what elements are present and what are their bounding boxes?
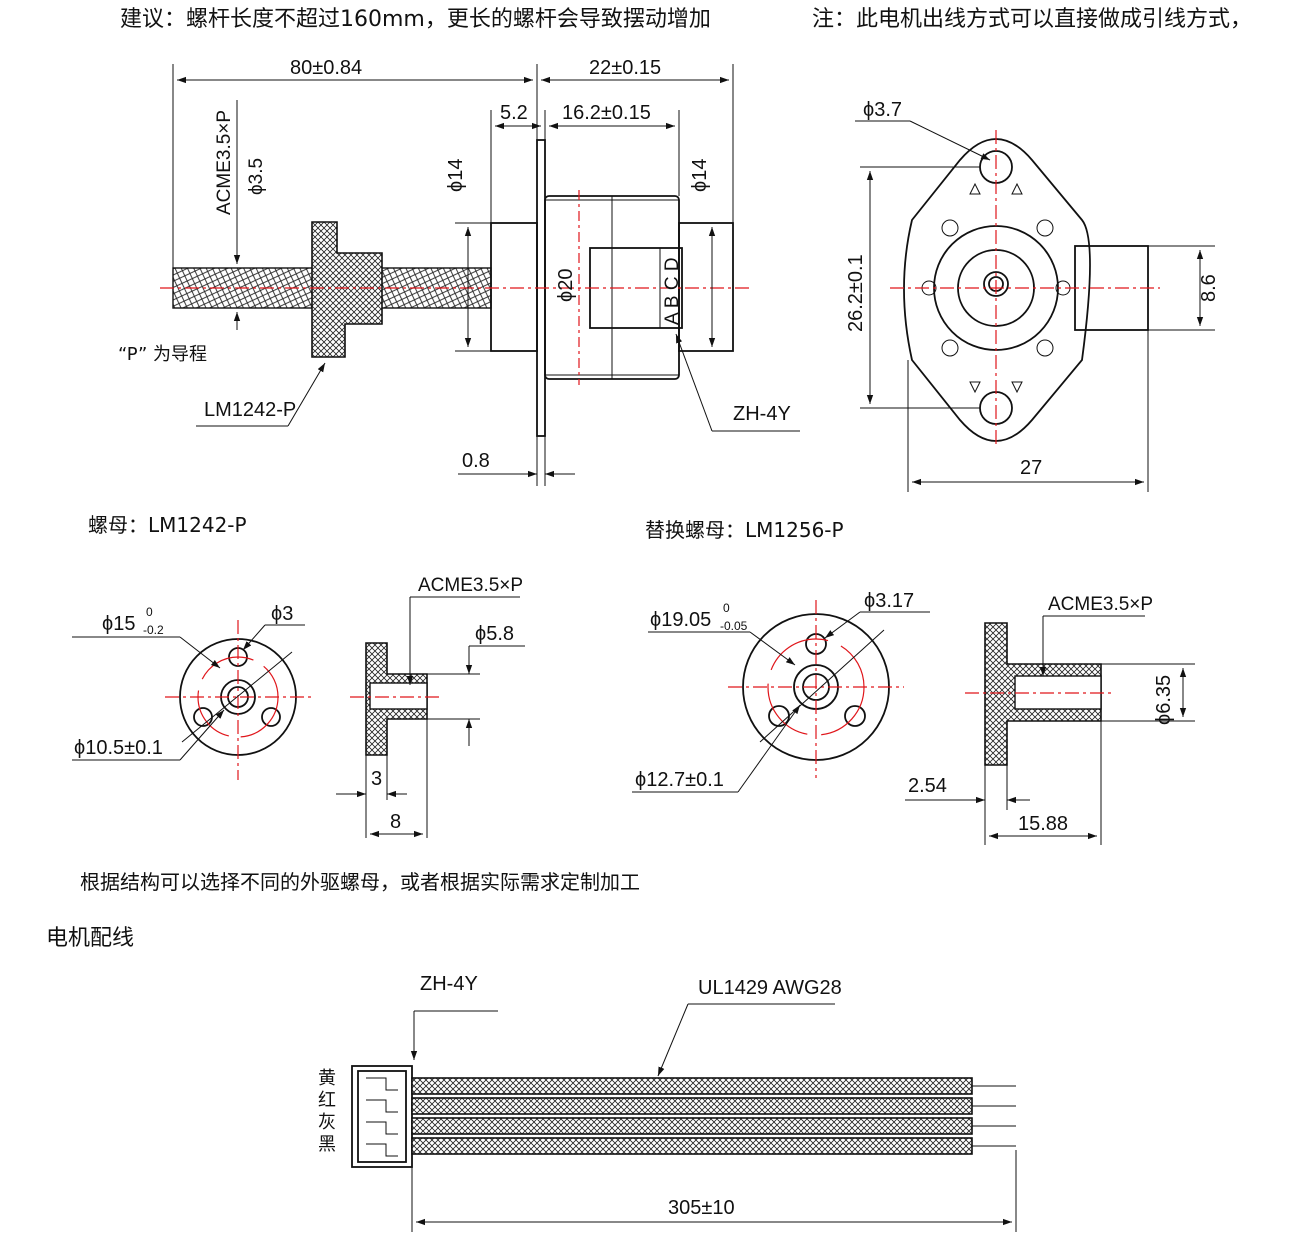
nut1-front-view: ϕ15 0 -0.2 ϕ3 ϕ10.5±0.1 bbox=[72, 603, 313, 780]
dim-outlet: 8.6 bbox=[1198, 274, 1220, 302]
wire-1 bbox=[411, 1077, 973, 1095]
dim-body-dia: ϕ20 bbox=[555, 269, 577, 302]
wire-color-grey: 灰 bbox=[318, 1112, 336, 1133]
wiring-connector-label: ZH-4Y bbox=[420, 973, 478, 995]
motor-boss-right bbox=[678, 222, 734, 352]
dim-right-boss: ϕ14 bbox=[689, 159, 711, 192]
dim-wire-length: 305±10 bbox=[668, 1197, 735, 1219]
connector-label: ZH-4Y bbox=[733, 403, 791, 425]
nut1-pcd: ϕ10.5±0.1 bbox=[74, 737, 163, 759]
nut1-thread: ACME3.5×P bbox=[418, 575, 523, 596]
dim-width: 27 bbox=[1020, 457, 1042, 479]
nut2-total-width: 15.88 bbox=[1018, 813, 1068, 835]
dim-total-length: 80±0.84 bbox=[290, 57, 362, 79]
wire-color-yellow: 黄 bbox=[318, 1068, 336, 1089]
nut2-outer-dia: ϕ19.05 bbox=[650, 609, 711, 631]
nut2-tol-dn: -0.05 bbox=[720, 619, 748, 633]
lead-note: “P” 为导程 bbox=[118, 344, 207, 365]
wire-color-black: 黑 bbox=[318, 1134, 336, 1155]
wire-2 bbox=[411, 1097, 973, 1115]
dim-left-boss: ϕ14 bbox=[445, 159, 467, 192]
nut2-hub-dia: ϕ6.35 bbox=[1153, 675, 1175, 725]
nut2-pcd: ϕ12.7±0.1 bbox=[635, 769, 724, 791]
harness-connector bbox=[351, 1065, 413, 1168]
nut1-hub-dia: ϕ5.8 bbox=[475, 623, 514, 645]
wiring-harness: ZH-4Y UL1429 AWG28 黄 红 灰 黑 305±10 bbox=[318, 973, 1017, 1232]
nut1-outer-dia: ϕ15 bbox=[102, 613, 135, 635]
custom-nut-note: 根据结构可以选择不同的外驱螺母，或者根据实际需求定制加工 bbox=[80, 870, 640, 894]
nut2-flange-width: 2.54 bbox=[908, 775, 947, 797]
nut-section-title: 螺母：LM1242-P bbox=[88, 513, 247, 537]
dim-body-length: 16.2±0.15 bbox=[562, 102, 651, 124]
wire-4 bbox=[411, 1137, 973, 1155]
dim-shaft-offset: 5.2 bbox=[500, 102, 528, 124]
nut2-hole: ϕ3.17 bbox=[864, 590, 914, 612]
wire-color-red: 红 bbox=[318, 1090, 336, 1111]
length-advice-note: 建议：螺杆长度不超过160mm，更长的螺杆会导致摆动增加 bbox=[120, 7, 711, 32]
nut2-side-view: ACME3.5×P ϕ6.35 2.54 15.88 bbox=[905, 594, 1195, 845]
dim-mount-hole: ϕ3.7 bbox=[863, 99, 902, 121]
dim-motor-length: 22±0.15 bbox=[589, 57, 661, 79]
dim-flange-thickness: 0.8 bbox=[462, 450, 490, 472]
front-flange-outline bbox=[903, 138, 1091, 442]
nut1-tol-dn: -0.2 bbox=[143, 623, 164, 637]
nut2-thread: ACME3.5×P bbox=[1048, 594, 1153, 615]
outlet-note: 注：此电机出线方式可以直接做成引线方式， bbox=[812, 7, 1252, 32]
nut2-tol-up: 0 bbox=[723, 601, 730, 615]
wire-spec-label: UL1429 AWG28 bbox=[698, 977, 842, 999]
wiring-title: 电机配线 bbox=[46, 926, 134, 951]
nut1-hole: ϕ3 bbox=[271, 603, 293, 625]
screw-nut bbox=[311, 221, 383, 358]
nut1-tol-up: 0 bbox=[146, 605, 153, 619]
nut2-front-view: ϕ19.05 0 -0.05 ϕ3.17 ϕ12.7±0.1 bbox=[632, 590, 930, 793]
dim-hole-spacing: 26.2±0.1 bbox=[845, 254, 867, 332]
motor-front-view: ϕ3.7 26.2±0.1 27 8.6 bbox=[845, 99, 1220, 492]
nut1-side-view: ACME3.5×P ϕ5.8 3 8 bbox=[336, 575, 525, 838]
motor-side-view: 80±0.84 22±0.15 5.2 16.2±0.15 ACME3.5×P … bbox=[118, 57, 800, 486]
nut1-flange-width: 3 bbox=[371, 768, 382, 790]
motor-boss-left bbox=[490, 222, 538, 352]
terminal-letters: A B C D bbox=[662, 257, 683, 325]
wire-3 bbox=[411, 1117, 973, 1135]
screw-diameter-label: ϕ3.5 bbox=[246, 158, 267, 195]
nut1-total-width: 8 bbox=[390, 811, 401, 833]
screw-thread-label: ACME3.5×P bbox=[214, 110, 235, 215]
alt-nut-section-title: 替换螺母：LM1256-P bbox=[645, 518, 844, 542]
nut-label: LM1242-P bbox=[204, 399, 296, 421]
